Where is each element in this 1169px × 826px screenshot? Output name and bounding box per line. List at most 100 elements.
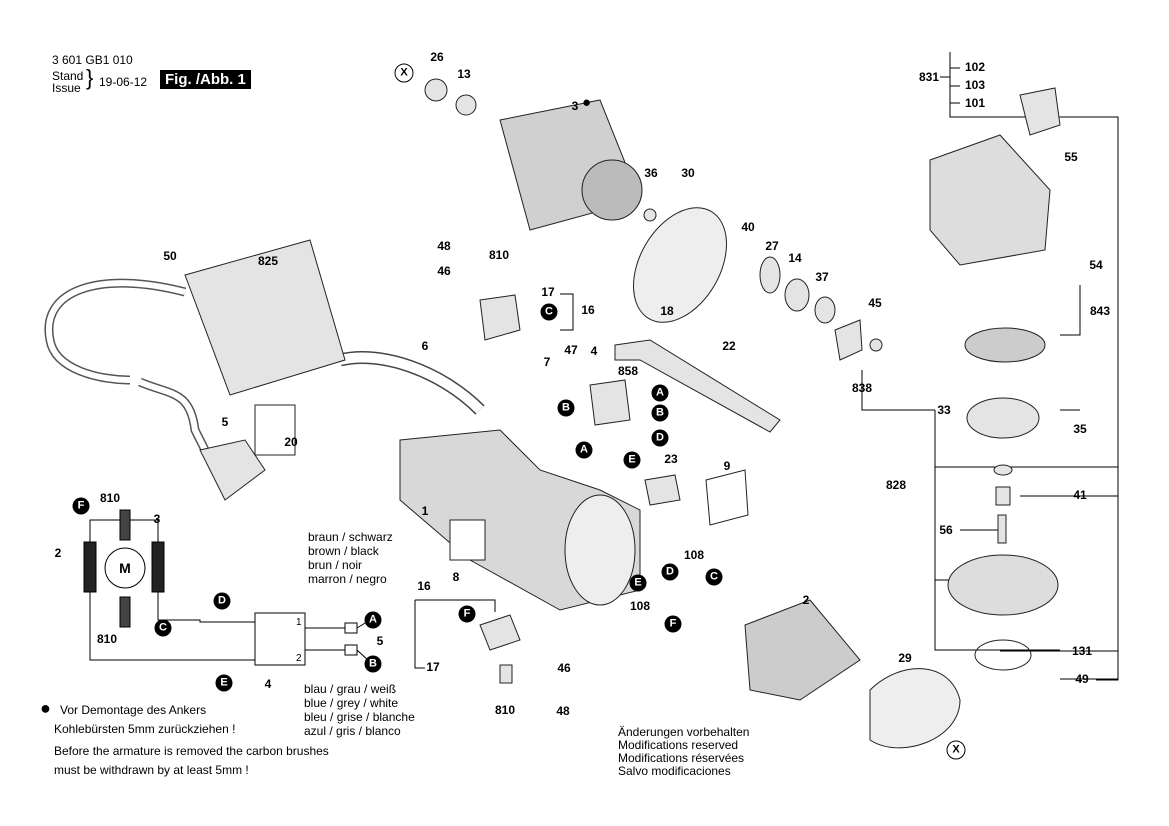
switch-rod-22 (614, 339, 781, 433)
marker-e: E (629, 574, 647, 592)
terminal-1: 1 (296, 617, 302, 628)
part-label: 131 (1071, 644, 1093, 658)
issue-label: Issue (52, 81, 81, 95)
marker-a: A (575, 441, 593, 459)
part-label: 843 (1089, 304, 1111, 318)
marker-f: F (72, 497, 90, 515)
part-label: 5 (221, 415, 229, 429)
part-label: 4 (590, 344, 598, 358)
part-label: 5 (376, 634, 384, 648)
part-label: 50 (163, 249, 177, 263)
part-label: 108 (629, 599, 651, 613)
marker-b: B (651, 404, 669, 422)
part-label: 858 (617, 364, 639, 378)
part-label: 46 (437, 264, 451, 278)
part-label: 17 (426, 660, 440, 674)
marker-c: C (154, 619, 172, 637)
part-label: 33 (937, 403, 951, 417)
part-label: 838 (851, 381, 873, 395)
part-label: 56 (939, 523, 953, 537)
bracket-16-bottom (414, 599, 496, 669)
marker-d: D (213, 592, 231, 610)
part-label: 55 (1064, 150, 1078, 164)
part-label: 101 (964, 96, 986, 110)
marker-a: A (364, 611, 382, 629)
part-label: 3 (153, 512, 161, 526)
issue-date: 19-06-12 (99, 75, 148, 89)
part-label: 40 (741, 220, 755, 234)
label-8 (449, 519, 486, 561)
part-label: 810 (488, 248, 510, 262)
part-label: 45 (868, 296, 882, 310)
label-9 (705, 469, 749, 526)
guard-29 (869, 668, 961, 749)
part-label: 9 (723, 459, 731, 473)
part-label: 35 (1073, 422, 1087, 436)
marker-d: D (651, 429, 669, 447)
part-label: 13 (457, 67, 471, 81)
marker-c: C (705, 568, 723, 586)
brush-holder-810 (479, 294, 521, 341)
part-label: 48 (437, 239, 451, 253)
part-label: 1 (421, 504, 429, 518)
wiring-diagram (83, 509, 371, 666)
part-label: 16 (581, 303, 595, 317)
part-label: 828 (885, 478, 907, 492)
part-label: 108 (683, 548, 705, 562)
part-label: 18 (660, 304, 674, 318)
bearing-flange-828 (947, 554, 1059, 616)
note-de-2: Kohlebürsten 5mm zurückziehen ! (54, 722, 236, 736)
part-label: 6 (421, 339, 429, 353)
part-label: 8 (452, 570, 460, 584)
marker-f: F (458, 605, 476, 623)
marker-d: D (661, 563, 679, 581)
part-label: 810 (96, 632, 118, 646)
marker-f: F (664, 615, 682, 633)
part-label: 27 (765, 239, 779, 253)
part-label: 37 (815, 270, 829, 284)
part-label: 36 (644, 166, 658, 180)
figure-label: Fig. /Abb. 1 (160, 70, 251, 89)
lock-button-101 (1019, 87, 1061, 136)
marker-e: E (623, 451, 641, 469)
marker-x: X (946, 740, 966, 760)
note-de-1: Vor Demontage des Ankers (60, 703, 207, 717)
part-label: 810 (99, 491, 121, 505)
part-label: 29 (898, 651, 912, 665)
part-label: 22 (722, 339, 736, 353)
marker-a: A (651, 384, 669, 402)
part-label: 20 (284, 435, 298, 449)
bracket-843 (1060, 285, 1081, 336)
part-number: 3 601 GB1 010 (52, 53, 133, 67)
part-label: 23 (664, 452, 678, 466)
brace: } (86, 65, 94, 90)
part-label: 46 (557, 661, 571, 675)
motor-symbol: M (119, 560, 131, 576)
part-label: 47 (564, 343, 578, 357)
bracket-831 (940, 52, 1119, 681)
marker-b: B (557, 399, 575, 417)
label-20 (254, 404, 296, 456)
gear-housing (929, 134, 1051, 266)
marker-b: B (364, 655, 382, 673)
part-label: 48 (556, 704, 570, 718)
part-label: 7 (543, 355, 551, 369)
part-label: 825 (257, 254, 279, 268)
leader-lines (935, 409, 1118, 680)
part-label: 2 (54, 546, 62, 560)
part-label: 30 (681, 166, 695, 180)
part-label: 49 (1075, 672, 1089, 686)
part-label: 17 (541, 285, 555, 299)
part-label: 103 (964, 78, 986, 92)
part-label: 2 (802, 593, 810, 607)
part-label: 102 (964, 60, 986, 74)
bracket-16-top (560, 293, 574, 331)
part-label: 54 (1089, 258, 1103, 272)
bullet-icon: ● (582, 94, 592, 111)
part-label: 41 (1073, 488, 1087, 502)
bevel-gear-838 (964, 327, 1046, 363)
part-label: 3 (571, 99, 579, 113)
